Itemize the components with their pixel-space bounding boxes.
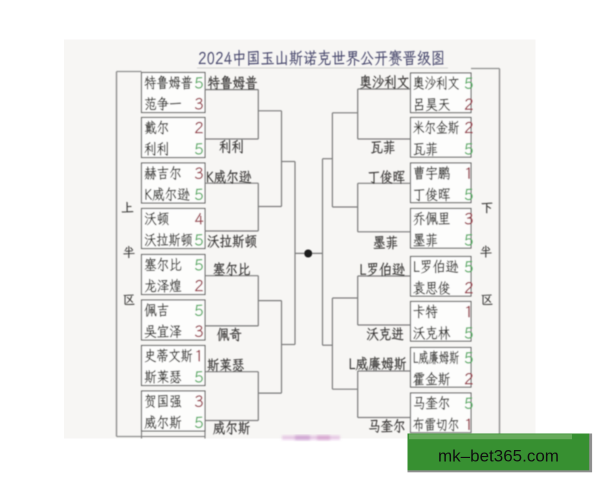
svg-text:mk–bet365.com: mk–bet365.com [438, 447, 559, 466]
